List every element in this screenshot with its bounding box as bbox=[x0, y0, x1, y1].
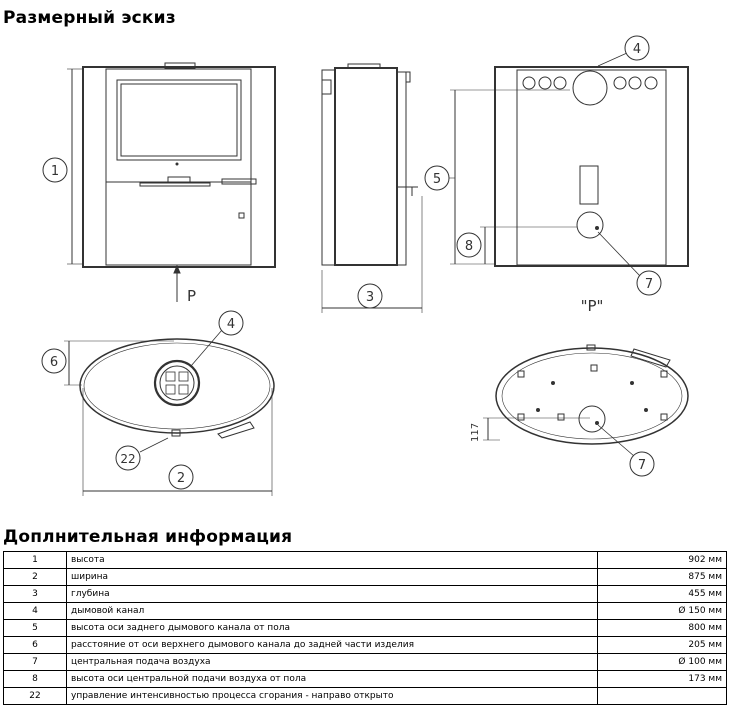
callout-4-top: 4 bbox=[227, 317, 235, 332]
callout-4-rear: 4 bbox=[633, 42, 641, 57]
row-number: 8 bbox=[3, 670, 67, 688]
row-value: 800 мм bbox=[597, 619, 727, 637]
row-value: 205 мм bbox=[597, 636, 727, 654]
row-number: 1 bbox=[3, 551, 67, 569]
row-number: 2 bbox=[3, 568, 67, 586]
row-number: 7 bbox=[3, 653, 67, 671]
row-description: центральная подача воздуха bbox=[66, 653, 598, 671]
top-view bbox=[79, 338, 275, 439]
row-description: глубина bbox=[66, 585, 598, 603]
callout-3: 3 bbox=[366, 290, 374, 305]
row-value: 902 мм bbox=[597, 551, 727, 569]
rear-view-label: "P" bbox=[581, 297, 604, 315]
callout-6: 6 bbox=[50, 355, 58, 370]
row-number: 5 bbox=[3, 619, 67, 637]
view-arrow-label: P bbox=[187, 287, 196, 305]
row-number: 6 bbox=[3, 636, 67, 654]
front-view bbox=[82, 62, 276, 268]
row-description: дымовой канал bbox=[66, 602, 598, 620]
callout-22: 22 bbox=[120, 452, 135, 466]
row-value: Ø 150 мм bbox=[597, 602, 727, 620]
row-description: ширина bbox=[66, 568, 598, 586]
dimension-drawing: 1 P 3 5 8 bbox=[41, 35, 689, 496]
callout-7-bottom: 7 bbox=[638, 458, 646, 473]
row-description: высота bbox=[66, 551, 598, 569]
callout-7-rear: 7 bbox=[645, 277, 653, 292]
info-title: Доплнительная информация bbox=[3, 527, 293, 547]
row-description: управление интенсивностью процесса сгора… bbox=[66, 687, 598, 705]
row-description: расстояние от оси верхнего дымового кана… bbox=[66, 636, 598, 654]
sketch-title: Размерный эскиз bbox=[3, 8, 176, 28]
row-number: 22 bbox=[3, 687, 67, 705]
rear-view bbox=[494, 66, 689, 267]
row-number: 3 bbox=[3, 585, 67, 603]
row-value: 455 мм bbox=[597, 585, 727, 603]
side-view bbox=[321, 63, 418, 266]
row-value: Ø 100 мм bbox=[597, 653, 727, 671]
row-description: высота оси центральной подачи воздуха от… bbox=[66, 670, 598, 688]
row-number: 4 bbox=[3, 602, 67, 620]
row-value: 875 мм bbox=[597, 568, 727, 586]
callout-2: 2 bbox=[177, 471, 185, 486]
callout-5: 5 bbox=[433, 172, 441, 187]
callout-8: 8 bbox=[465, 239, 473, 254]
row-value bbox=[597, 687, 727, 705]
callout-1: 1 bbox=[51, 164, 59, 179]
row-value: 173 мм bbox=[597, 670, 727, 688]
bottom-view bbox=[495, 344, 689, 445]
row-description: высота оси заднего дымового канала от по… bbox=[66, 619, 598, 637]
dim-117-label: 117 bbox=[470, 423, 481, 442]
